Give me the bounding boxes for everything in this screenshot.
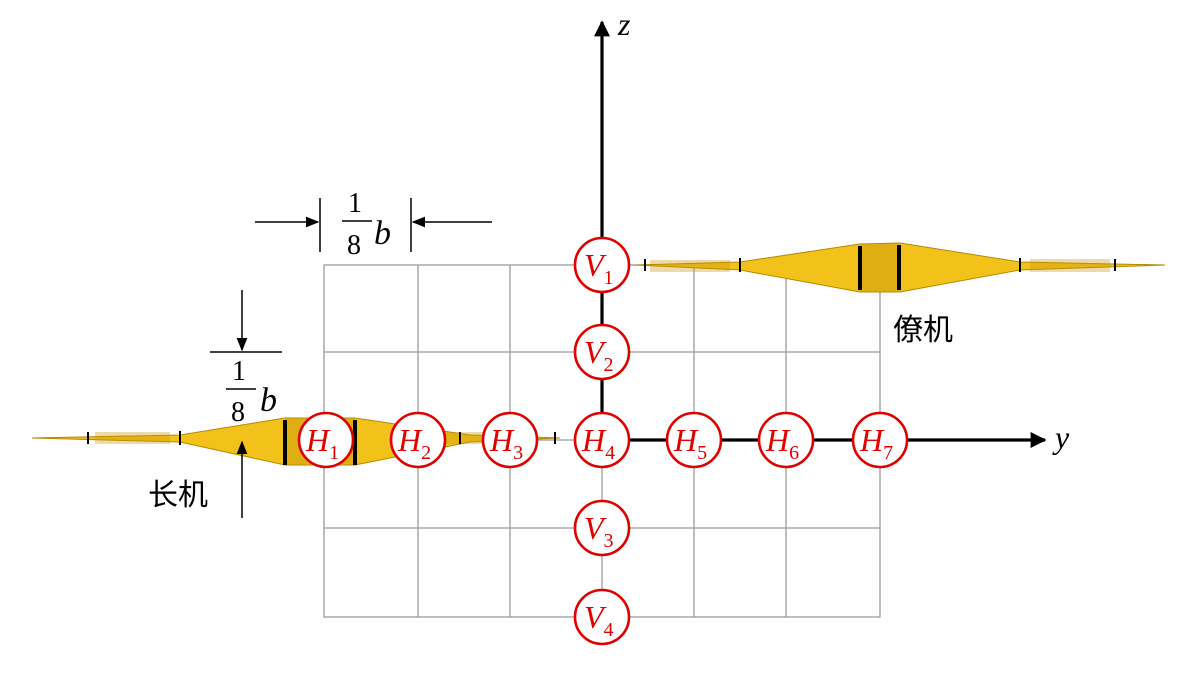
position-marker-v4: V4 — [573, 588, 631, 646]
v-spacing-denominator: 8 — [231, 397, 245, 428]
vertical-position-markers: V1 V2 V3 V4 — [573, 236, 631, 646]
svg-text:H3: H3 — [489, 422, 523, 464]
svg-text:H1: H1 — [305, 422, 339, 464]
position-marker-h4: H4 — [573, 411, 631, 469]
horizontal-spacing-dimension: 1 8 b — [255, 188, 492, 261]
position-marker-v1: V1 — [573, 236, 631, 294]
svg-text:H6: H6 — [765, 422, 799, 464]
position-marker-h6: H6 — [757, 411, 815, 469]
position-marker-h1: H1 — [297, 411, 355, 469]
h-spacing-numerator: 1 — [348, 188, 362, 219]
h-spacing-variable: b — [374, 215, 391, 252]
v-spacing-variable: b — [260, 382, 277, 419]
y-axis-label: y — [1052, 419, 1070, 455]
horizontal-position-markers: H1 H2 H3 H4 H5 H6 H7 — [297, 411, 909, 469]
svg-text:V3: V3 — [584, 510, 614, 552]
z-axis-label: z — [617, 6, 631, 42]
leader-label: 长机 — [148, 478, 208, 513]
wingman-aircraft — [635, 242, 1166, 293]
svg-text:V2: V2 — [584, 334, 614, 376]
position-marker-v3: V3 — [573, 499, 631, 557]
position-marker-h7: H7 — [851, 411, 909, 469]
leader-aircraft — [31, 417, 561, 466]
h-spacing-denominator: 8 — [347, 230, 361, 261]
svg-text:H2: H2 — [397, 422, 431, 464]
position-marker-v2: V2 — [573, 323, 631, 381]
position-marker-h5: H5 — [665, 411, 723, 469]
position-marker-h2: H2 — [389, 411, 447, 469]
position-marker-h3: H3 — [481, 411, 539, 469]
svg-text:H4: H4 — [581, 422, 615, 464]
vertical-spacing-dimension: 1 8 b — [210, 290, 282, 518]
v-spacing-numerator: 1 — [232, 356, 246, 387]
svg-text:H7: H7 — [859, 422, 893, 464]
wingman-label: 僚机 — [893, 313, 953, 348]
svg-text:V4: V4 — [584, 599, 614, 641]
svg-text:H5: H5 — [673, 422, 707, 464]
svg-text:V1: V1 — [584, 247, 614, 289]
